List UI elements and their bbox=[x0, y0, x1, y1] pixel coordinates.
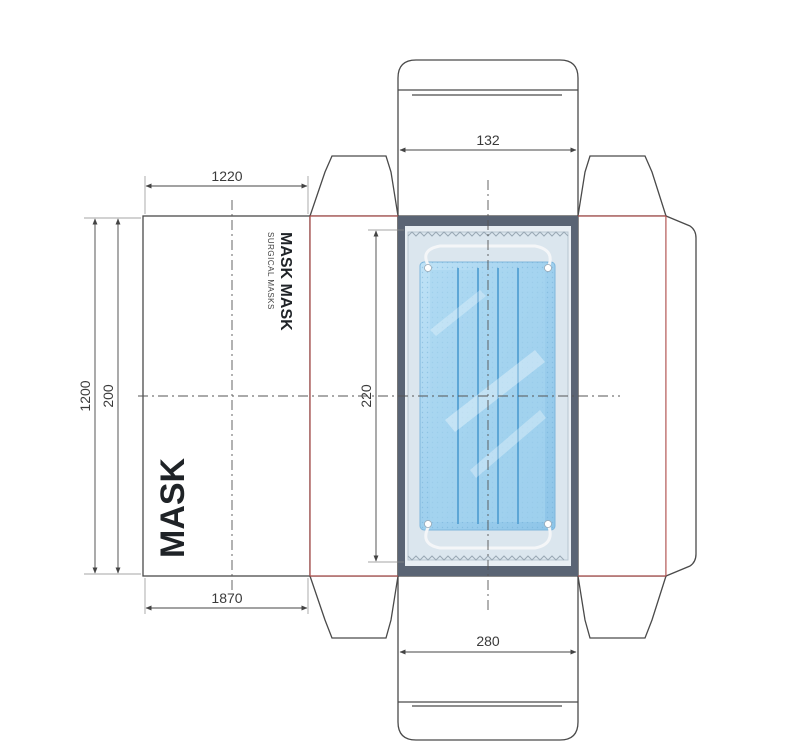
side-brand-text: MASK MASK bbox=[277, 232, 294, 331]
side-subline-text: SURGICAL MASKS bbox=[266, 232, 275, 310]
dim-label-left-inner-height: 200 bbox=[100, 384, 116, 408]
main-brand-print: MASK bbox=[154, 457, 192, 558]
top-right-dust-flap bbox=[577, 155, 667, 217]
glue-flap bbox=[665, 215, 697, 577]
side-brand-print: MASK MASK SURGICAL MASKS bbox=[266, 232, 294, 331]
dim-label-left-outer-height: 1200 bbox=[77, 380, 93, 411]
dim-label-window-height: 220 bbox=[358, 384, 374, 408]
fold-lines bbox=[309, 215, 667, 577]
right-side-panel bbox=[577, 215, 667, 577]
bottom-tuck-flap bbox=[397, 576, 579, 741]
dim-label-bottom-width: 280 bbox=[476, 633, 500, 649]
top-left-dust-flap bbox=[309, 155, 399, 217]
dimension-left-top-width: 1220 bbox=[144, 168, 309, 214]
center-lines bbox=[138, 180, 620, 612]
dimension-window-height: 220 bbox=[358, 229, 404, 563]
face-mask-image bbox=[419, 244, 556, 550]
dimension-left-inner-height: 200 bbox=[100, 218, 121, 574]
dimension-left-outer-height: 1200 bbox=[77, 217, 141, 575]
dimension-bottom-width: 280 bbox=[399, 633, 577, 655]
main-brand-text: MASK bbox=[154, 457, 192, 558]
bottom-left-dust-flap bbox=[309, 575, 399, 639]
top-tuck-flap bbox=[397, 59, 579, 216]
dim-label-left-top-width: 1220 bbox=[211, 168, 242, 184]
dim-label-top-width: 132 bbox=[476, 132, 500, 148]
dim-label-left-bottom-width: 1870 bbox=[211, 590, 242, 606]
dimension-left-bottom-width: 1870 bbox=[144, 578, 309, 614]
dimension-top-width: 132 bbox=[399, 132, 577, 153]
bottom-right-dust-flap bbox=[577, 575, 667, 639]
